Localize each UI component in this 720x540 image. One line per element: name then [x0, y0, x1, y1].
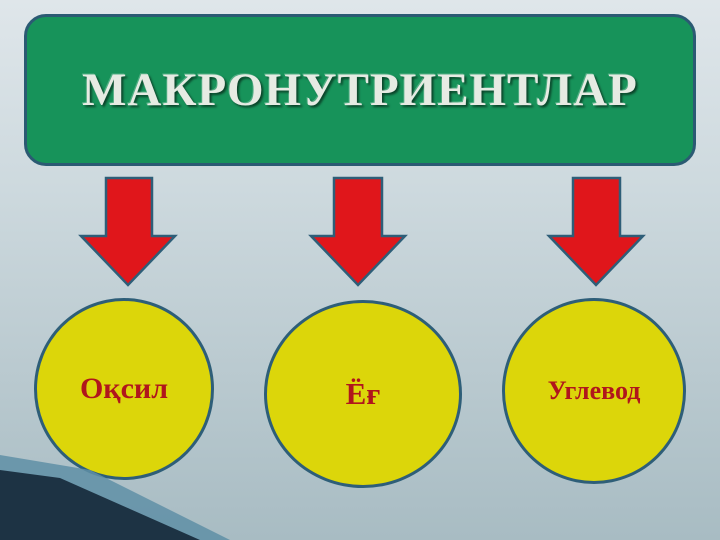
node-carbohydrate-label: Углевод: [547, 376, 641, 405]
node-fat: Ёғ: [264, 300, 462, 488]
node-fat-label: Ёғ: [345, 376, 381, 411]
arrow-left: [78, 176, 178, 287]
title-text: МАКРОНУТРИЕНТЛАР: [82, 64, 638, 116]
node-protein-label: Оқсил: [79, 372, 169, 405]
title-box: МАКРОНУТРИЕНТЛАР: [24, 14, 696, 166]
arrow-center: [308, 176, 408, 287]
node-protein: Оқсил: [34, 298, 214, 480]
arrow-right: [546, 176, 646, 287]
node-carbohydrate: Углевод: [502, 298, 686, 484]
